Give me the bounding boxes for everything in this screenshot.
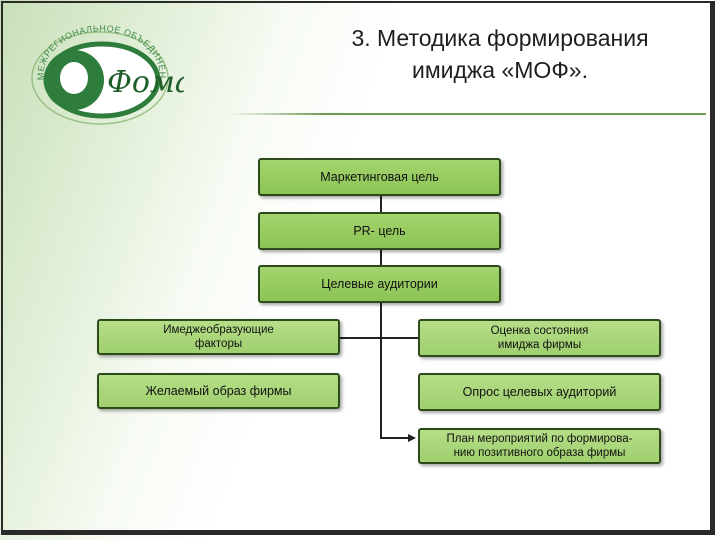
- box-action-plan: План мероприятий по формирова- нию позит…: [418, 428, 661, 464]
- box-pr-goal: PR- цель: [258, 212, 501, 250]
- title-line-1: 3. Методика формирования: [351, 25, 649, 51]
- connector-main-trunk: [380, 300, 382, 438]
- box-image-assessment: Оценка состояния имиджа фирмы: [418, 319, 661, 357]
- image-assessment-line-2: имиджа фирмы: [497, 339, 582, 351]
- company-logo: МЕЖРЕГИОНАЛЬНОЕ ОБЪЕДИНЕНИЕ ФОРМИРОВАНИЯ…: [14, 20, 184, 125]
- image-assessment-line-1: Оценка состояния: [490, 325, 589, 337]
- audience-survey-label: Опрос целевых аудиторий: [462, 384, 617, 399]
- image-factors-line-2: факторы: [194, 338, 243, 350]
- connector-pr-audiences: [380, 248, 382, 266]
- box-marketing-goal: Маркетинговая цель: [258, 158, 501, 196]
- box-audience-survey: Опрос целевых аудиторий: [418, 373, 661, 411]
- action-plan-line-2: нию позитивного образа фирмы: [453, 447, 626, 459]
- connector-branch-bottom: [380, 437, 410, 439]
- target-audiences-label: Целевые аудитории: [321, 276, 438, 291]
- arrow-to-action-plan: [408, 434, 416, 442]
- image-factors-line-1: Имеджеобразующие: [163, 324, 274, 336]
- box-target-audiences: Целевые аудитории: [258, 265, 501, 303]
- title-divider: [228, 113, 706, 115]
- marketing-goal-label: Маркетинговая цель: [320, 169, 439, 184]
- pr-goal-label: PR- цель: [353, 223, 406, 238]
- box-desired-image: Желаемый образ фирмы: [97, 373, 340, 409]
- connector-marketing-pr: [380, 194, 382, 212]
- box-image-factors: Имеджеобразующие факторы: [97, 319, 340, 355]
- logo-text: Фома: [107, 65, 184, 100]
- connector-branch-left: [338, 337, 420, 339]
- desired-image-label: Желаемый образ фирмы: [145, 383, 292, 398]
- page-title: 3. Методика формирования имиджа «МОФ».: [290, 22, 710, 86]
- action-plan-line-1: План мероприятий по формирова-: [446, 433, 633, 445]
- title-line-2: имиджа «МОФ».: [411, 57, 588, 83]
